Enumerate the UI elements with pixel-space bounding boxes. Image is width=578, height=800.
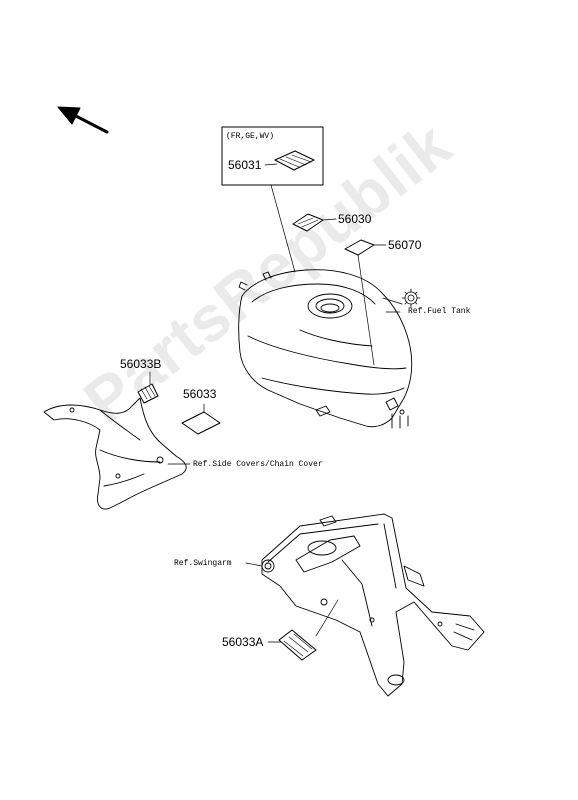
part-number-56033a[interactable]: 56033A (222, 635, 264, 649)
part-number-56070[interactable]: 56070 (388, 238, 422, 252)
ref-fuel-tank[interactable]: Ref.Fuel Tank (408, 307, 471, 316)
part-number-56031[interactable]: 56031 (228, 158, 262, 172)
arrow-up-left-icon (57, 106, 109, 134)
swingarm (261, 513, 485, 697)
decal-56030 (292, 213, 324, 232)
part-number-56030[interactable]: 56030 (338, 212, 372, 226)
ref-swingarm[interactable]: Ref.Swingarm (174, 559, 232, 568)
side-cover (43, 397, 187, 510)
part-number-56033b[interactable]: 56033B (120, 357, 162, 371)
part-number-56033[interactable]: 56033 (183, 387, 217, 401)
inset-title: (FR,GE,WV) (226, 132, 275, 141)
decal-56070 (344, 239, 375, 256)
fuel-tank (238, 269, 413, 429)
inset-box (221, 126, 324, 186)
decal-56031 (274, 150, 315, 171)
ref-side-covers-chain-cover[interactable]: Ref.Side Covers/Chain Cover (193, 460, 323, 469)
decal-56033b (137, 383, 159, 404)
decal-56033 (181, 411, 221, 435)
gear-icon (401, 288, 421, 308)
decal-56033a (278, 629, 317, 661)
